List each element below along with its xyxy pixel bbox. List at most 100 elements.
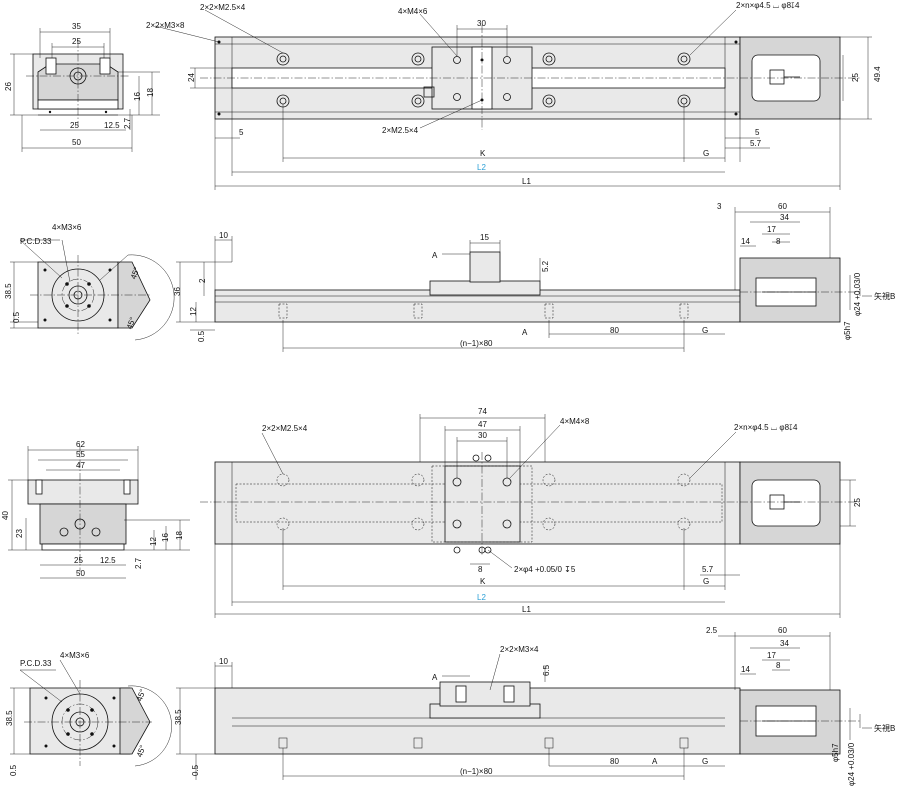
label-holes: 2×n×φ4.5 ⌴ φ8↧4 bbox=[734, 423, 798, 432]
dim-5-left: 5 bbox=[239, 128, 244, 137]
dim-G: G bbox=[702, 757, 708, 766]
dim-n-80: (n−1)×80 bbox=[460, 339, 493, 348]
dim-G: G bbox=[703, 149, 709, 158]
dim-3: 3 bbox=[717, 202, 722, 211]
dim-25: 25 bbox=[74, 556, 83, 565]
label-A-2: A bbox=[652, 757, 658, 766]
dim-25: 25 bbox=[853, 498, 862, 507]
dim-45-b: 45° bbox=[135, 744, 148, 758]
dim-24: 24 bbox=[187, 73, 196, 82]
dim-80: 80 bbox=[610, 757, 619, 766]
dim-25: 25 bbox=[851, 73, 860, 82]
hidden-hole bbox=[278, 303, 689, 319]
dim-18: 18 bbox=[146, 88, 155, 97]
dim-12: 12 bbox=[189, 307, 198, 316]
dim-34: 34 bbox=[780, 213, 789, 222]
dim-12.5: 12.5 bbox=[104, 121, 120, 130]
dim-2: 2 bbox=[198, 278, 207, 283]
dim-5.2: 5.2 bbox=[541, 260, 550, 272]
dim-47: 47 bbox=[76, 461, 85, 470]
dim-35: 35 bbox=[72, 22, 81, 31]
label-phi4: 2×φ4 +0.05/0 ↧5 bbox=[514, 565, 576, 574]
dim-62: 62 bbox=[76, 440, 85, 449]
elevation-large: 10 2×2×M3×4 A 6.5 38.5 0.5 2.5 60 34 17 … bbox=[174, 626, 895, 786]
label-m25x4-b: 2×M2.5×4 bbox=[382, 126, 419, 135]
dim-5.7: 5.7 bbox=[702, 565, 714, 574]
label-A-2: A bbox=[522, 328, 528, 337]
dim-0.5: 0.5 bbox=[12, 311, 21, 323]
dim-50: 50 bbox=[76, 569, 85, 578]
dim-25-top: 25 bbox=[72, 37, 81, 46]
label-pcd: P.C.D.33 bbox=[20, 659, 52, 668]
dim-G: G bbox=[703, 577, 709, 586]
dim-15: 15 bbox=[480, 233, 489, 242]
dim-5.7: 5.7 bbox=[750, 139, 762, 148]
dim-0.5: 0.5 bbox=[197, 330, 206, 342]
dim-45-b: 45° bbox=[125, 316, 138, 330]
dim-0.5: 0.5 bbox=[9, 764, 18, 776]
dim-phi5h7: φ5h7 bbox=[843, 321, 852, 340]
dim-L2: L2 bbox=[477, 163, 486, 172]
dim-12: 12 bbox=[149, 537, 158, 546]
dim-phi5h7: φ5h7 bbox=[831, 743, 840, 762]
label-m4x8: 4×M4×8 bbox=[560, 417, 590, 426]
dim-8: 8 bbox=[776, 661, 781, 670]
dim-60: 60 bbox=[778, 202, 787, 211]
label-view-B: 矢視B bbox=[874, 291, 895, 301]
dim-6.5: 6.5 bbox=[542, 664, 551, 676]
dim-40: 40 bbox=[1, 511, 10, 520]
dim-2.7: 2.7 bbox=[123, 117, 132, 129]
dim-45-a: 45° bbox=[129, 266, 142, 280]
dim-18: 18 bbox=[175, 531, 184, 540]
dim-38.5: 38.5 bbox=[4, 283, 13, 299]
dim-36: 36 bbox=[173, 287, 182, 296]
hidden-mounting-hole bbox=[276, 473, 691, 531]
dim-16: 16 bbox=[161, 533, 170, 542]
label-pcd: P.C.D.33 bbox=[20, 237, 52, 246]
plan-view-small: 2×2×M3×8 2×2×M2.5×4 4×M4×6 30 2×n×φ4.5 ⌴… bbox=[146, 1, 882, 190]
dim-12.5: 12.5 bbox=[100, 556, 116, 565]
dim-38.5: 38.5 bbox=[5, 710, 14, 726]
dim-17: 17 bbox=[767, 225, 776, 234]
plan-view-large: 74 47 30 4×M4×8 2×2×M2.5×4 2×n×φ4.5 ⌴ φ8… bbox=[200, 407, 862, 618]
dim-74: 74 bbox=[478, 407, 487, 416]
dim-16: 16 bbox=[133, 92, 142, 101]
end-view-motor-small: 4×M3×6 P.C.D.33 38.5 0.5 45° 45° bbox=[4, 223, 175, 341]
label-m3x8: 2×2×M3×8 bbox=[146, 21, 185, 30]
dim-L1: L1 bbox=[522, 605, 531, 614]
label-m3x4: 2×2×M3×4 bbox=[500, 645, 539, 654]
dim-10: 10 bbox=[219, 231, 228, 240]
dim-17: 17 bbox=[767, 651, 776, 660]
dim-L2: L2 bbox=[477, 593, 486, 602]
label-m25x4: 2×2×M2.5×4 bbox=[200, 3, 246, 12]
label-A: A bbox=[432, 251, 438, 260]
dim-5-right: 5 bbox=[755, 128, 760, 137]
dim-G: G bbox=[702, 326, 708, 335]
dim-80: 80 bbox=[610, 326, 619, 335]
dim-14: 14 bbox=[741, 665, 750, 674]
dim-30: 30 bbox=[477, 19, 486, 28]
dim-8: 8 bbox=[478, 565, 483, 574]
dim-n-80: (n−1)×80 bbox=[460, 767, 493, 776]
dim-K: K bbox=[480, 577, 486, 586]
dim-phi24: φ24 +0.03/0 bbox=[847, 742, 856, 786]
dim-2.7: 2.7 bbox=[134, 557, 143, 569]
dim-49.4: 49.4 bbox=[873, 66, 882, 82]
label-view-B: 矢視B bbox=[874, 723, 895, 733]
end-view-small: 35 25 26 16 18 2.7 25 12.5 50 bbox=[4, 22, 160, 152]
end-view-large: 62 55 47 40 23 12 16 18 2.7 25 12.5 50 bbox=[1, 440, 190, 579]
dim-K: K bbox=[480, 149, 486, 158]
dim-25-bot: 25 bbox=[70, 121, 79, 130]
elevation-small: 10 15 A 5.2 36 2 12 0.5 3 60 34 17 14 8 … bbox=[173, 202, 895, 352]
dim-60: 60 bbox=[778, 626, 787, 635]
label-m4x6: 4×M4×6 bbox=[398, 7, 428, 16]
dim-0.5: 0.5 bbox=[191, 764, 200, 776]
dim-14: 14 bbox=[741, 237, 750, 246]
dim-47: 47 bbox=[478, 420, 487, 429]
dim-34: 34 bbox=[780, 639, 789, 648]
dim-2.5: 2.5 bbox=[706, 626, 718, 635]
dim-L1: L1 bbox=[522, 177, 531, 186]
dim-55: 55 bbox=[76, 450, 85, 459]
dim-38.5: 38.5 bbox=[174, 709, 183, 725]
